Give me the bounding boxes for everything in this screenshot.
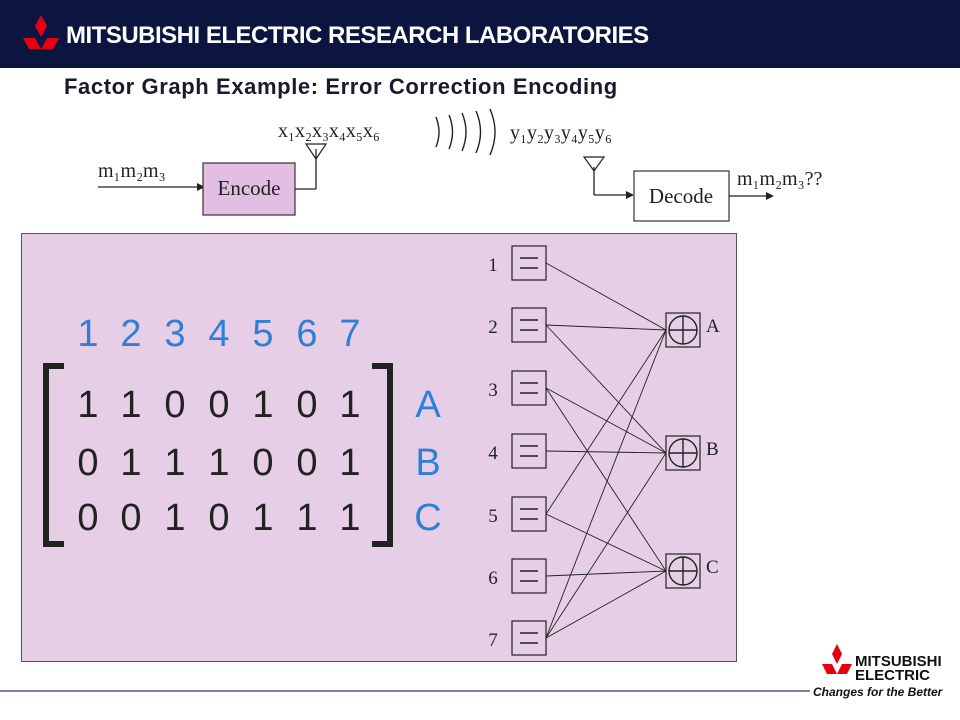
variable-node [511, 307, 547, 343]
receive-label: y₁y₂y₃y₄y₅y₆ [510, 122, 612, 144]
rx-antenna-icon [582, 156, 606, 173]
matrix-cell: 0 [208, 497, 229, 539]
footer-brand-line2: ELECTRIC [855, 667, 930, 684]
graph-edge [545, 329, 667, 515]
transmit-label: x₁x₂x₃x₄x₅x₆ [278, 120, 380, 142]
output-arrowhead [766, 192, 774, 200]
matrix-cell: 1 [296, 497, 317, 539]
graph-edge [545, 570, 667, 639]
matrix-column-label: 7 [339, 313, 360, 355]
footer-tagline: Changes for the Better [813, 685, 944, 699]
matrix-cell: 0 [77, 442, 98, 484]
matrix-column-label: 2 [120, 313, 141, 355]
footer-three-diamonds-icon [822, 644, 852, 674]
check-node-label: C [706, 557, 719, 578]
factor-graph: 1 2 3 4 5 6 7 A B C [488, 245, 720, 656]
matrix-cell: 1 [164, 442, 185, 484]
matrix-cell: 1 [339, 497, 360, 539]
variable-node [511, 620, 547, 656]
matrix-cell: 0 [77, 497, 98, 539]
matrix-column-label: 5 [252, 313, 273, 355]
matrix-cell: 1 [77, 384, 98, 426]
radio-waves-icon [435, 108, 496, 156]
variable-node-label: 6 [488, 568, 498, 589]
matrix-row-label: C [414, 497, 441, 539]
variable-node-label: 7 [488, 630, 498, 651]
output-label: m₁m₂m₃?? [737, 168, 822, 190]
matrix-cell: 0 [164, 384, 185, 426]
variable-node [511, 496, 547, 532]
matrix-cell: 0 [120, 497, 141, 539]
matrix-left-bracket [43, 363, 64, 547]
tx-antenna-icon [304, 143, 328, 161]
matrix-cell: 1 [252, 384, 273, 426]
matrix-column-label: 1 [77, 313, 98, 355]
check-node-label: A [706, 316, 720, 337]
graph-edge [545, 570, 667, 577]
graph-edge [545, 324, 667, 331]
graph-edge [545, 387, 667, 454]
encode-label: Encode [218, 176, 281, 200]
matrix-cell: 1 [339, 384, 360, 426]
matrix-cell: 1 [120, 384, 141, 426]
variable-node-label: 3 [488, 380, 498, 401]
matrix-cell: 0 [208, 384, 229, 426]
graph-edge [545, 450, 667, 454]
matrix-right-bracket [372, 363, 393, 547]
check-node-label: B [706, 439, 719, 460]
matrix-cell: 0 [296, 442, 317, 484]
graph-edge [545, 452, 667, 639]
variable-node [511, 245, 547, 281]
variable-node-label: 1 [488, 255, 498, 276]
rx-arrowhead [626, 191, 634, 199]
graph-edge [545, 513, 667, 572]
header-bar: MITSUBISHI ELECTRIC RESEARCH LABORATORIE… [0, 0, 960, 68]
variable-node-label: 4 [488, 443, 498, 464]
matrix-cell: 1 [252, 497, 273, 539]
matrix-column-label: 3 [164, 313, 185, 355]
matrix-row-label: B [415, 442, 440, 484]
variable-node [511, 370, 547, 406]
matrix-cell: 0 [296, 384, 317, 426]
slide-title: Factor Graph Example: Error Correction E… [64, 74, 618, 99]
graph-edge [545, 262, 667, 331]
mitsubishi-electric-logo: MITSUBISHI ELECTRIC Changes for the Bett… [813, 644, 944, 699]
decode-label: Decode [649, 184, 713, 208]
input-arrowhead [197, 183, 205, 191]
graph-edge [545, 329, 667, 639]
matrix-cell: 0 [252, 442, 273, 484]
three-diamonds-icon [23, 15, 59, 49]
matrix-cell: 1 [120, 442, 141, 484]
decode-box [633, 170, 730, 222]
matrix-cell: 1 [339, 442, 360, 484]
variable-node [511, 433, 547, 469]
matrix-column-label: 4 [208, 313, 229, 355]
input-label: m₁m₂m₃ [98, 160, 166, 182]
matrix-column-label: 6 [296, 313, 317, 355]
graph-edge [545, 324, 667, 454]
variable-node-label: 5 [488, 506, 498, 527]
variable-node-label: 2 [488, 317, 498, 338]
graph-edge [545, 387, 667, 572]
header-title: MITSUBISHI ELECTRIC RESEARCH LABORATORIE… [66, 22, 649, 49]
matrix-row-label: A [415, 384, 441, 426]
footer-brand-line1: MITSUBISHI [855, 653, 942, 670]
encoding-pipeline-diagram: m₁m₂m₃ Encode x₁x₂x₃x₄x₅x₆ y₁y₂y₃y₄y₅y₆ … [98, 108, 822, 222]
variable-node [511, 558, 547, 594]
footer-rule [0, 690, 810, 692]
matrix-cell: 1 [208, 442, 229, 484]
matrix-cell: 1 [164, 497, 185, 539]
encode-box [202, 162, 296, 216]
